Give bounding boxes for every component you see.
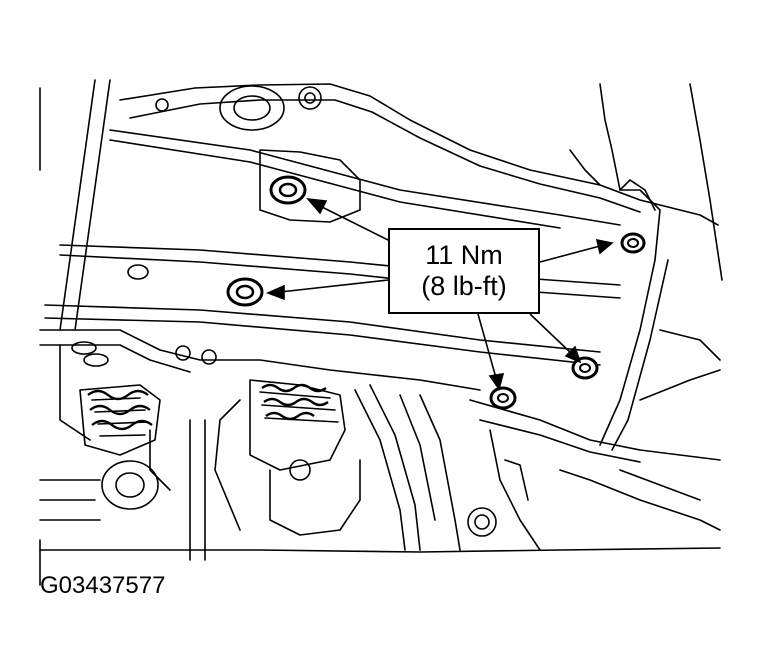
bolt-lower-center: [489, 386, 517, 410]
leader-lines: [265, 197, 614, 391]
bolt-upper-left: [269, 175, 307, 205]
bolt-middle-left: [226, 277, 264, 307]
torque-value-lbft: (8 lb-ft): [421, 271, 507, 301]
figure-id: G03437577: [40, 572, 166, 599]
bolts: [226, 175, 646, 410]
torque-callout: 11 Nm (8 lb-ft): [388, 228, 540, 314]
torque-value-nm: 11 Nm: [425, 239, 503, 270]
bolt-upper-right: [620, 232, 646, 254]
wiring-hatch: [87, 383, 329, 431]
bolt-lower-right: [571, 356, 599, 380]
